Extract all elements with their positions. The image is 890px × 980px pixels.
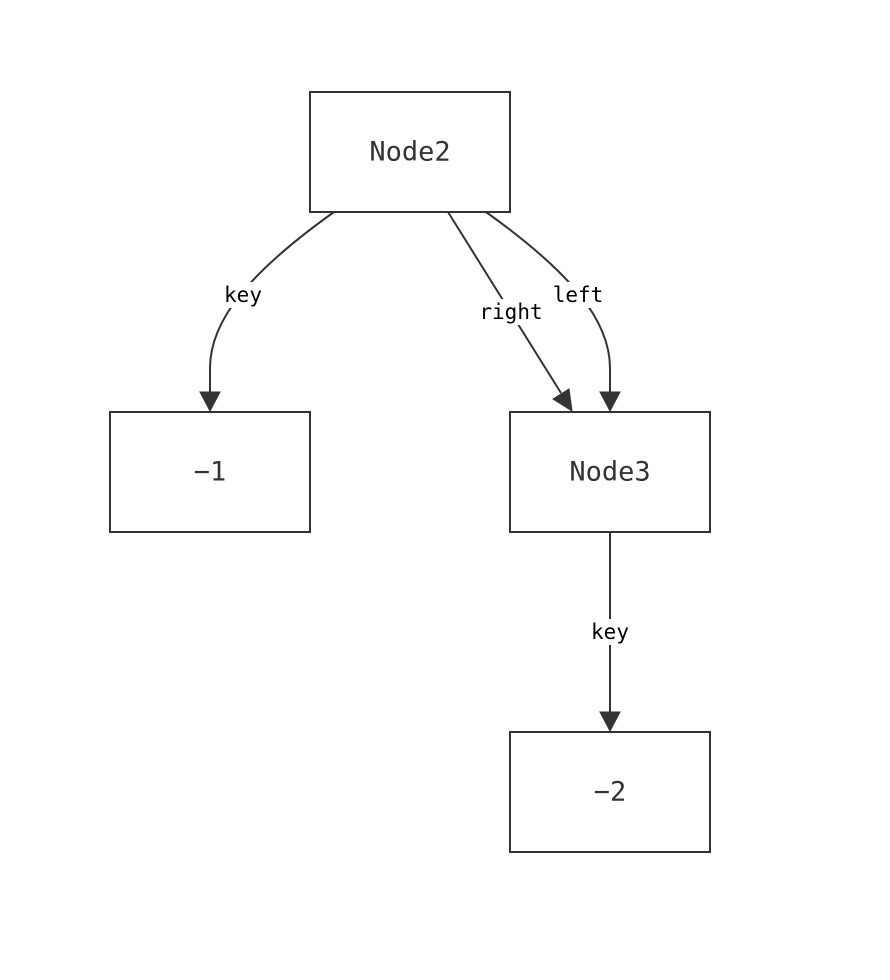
node-node2: Node2 bbox=[309, 91, 511, 213]
node-box bbox=[509, 731, 711, 853]
arrowhead-icon bbox=[552, 388, 573, 412]
edge-label-background bbox=[587, 619, 633, 645]
node-label: Node2 bbox=[369, 137, 450, 168]
node-box bbox=[309, 91, 511, 213]
node-label: −1 bbox=[194, 457, 227, 488]
edge-label-background bbox=[474, 299, 548, 325]
node-box bbox=[509, 411, 711, 533]
node-minus1: −1 bbox=[109, 411, 311, 533]
edge-node3-to-minus2: key bbox=[587, 532, 633, 733]
edge-label-key-2: key bbox=[591, 620, 629, 644]
edge-label-left: left bbox=[553, 283, 604, 307]
node-box bbox=[109, 411, 311, 533]
node-node3: Node3 bbox=[509, 411, 711, 533]
edge-label-key-1: key bbox=[224, 283, 262, 307]
edge-label-background bbox=[220, 282, 266, 308]
node-label: Node3 bbox=[569, 457, 650, 488]
edge-node2-to-minus1: key bbox=[199, 211, 335, 413]
edge-node2-to-node3-right: right bbox=[447, 211, 573, 412]
node-label: −2 bbox=[594, 777, 627, 808]
edge-label-right: right bbox=[479, 300, 542, 324]
arrowhead-icon bbox=[599, 391, 621, 413]
arrowhead-icon bbox=[599, 711, 621, 733]
edge-label-background bbox=[550, 282, 608, 308]
node-minus2: −2 bbox=[509, 731, 711, 853]
edge-node2-to-node3-left: left bbox=[485, 211, 621, 413]
arrowhead-icon bbox=[199, 391, 221, 413]
